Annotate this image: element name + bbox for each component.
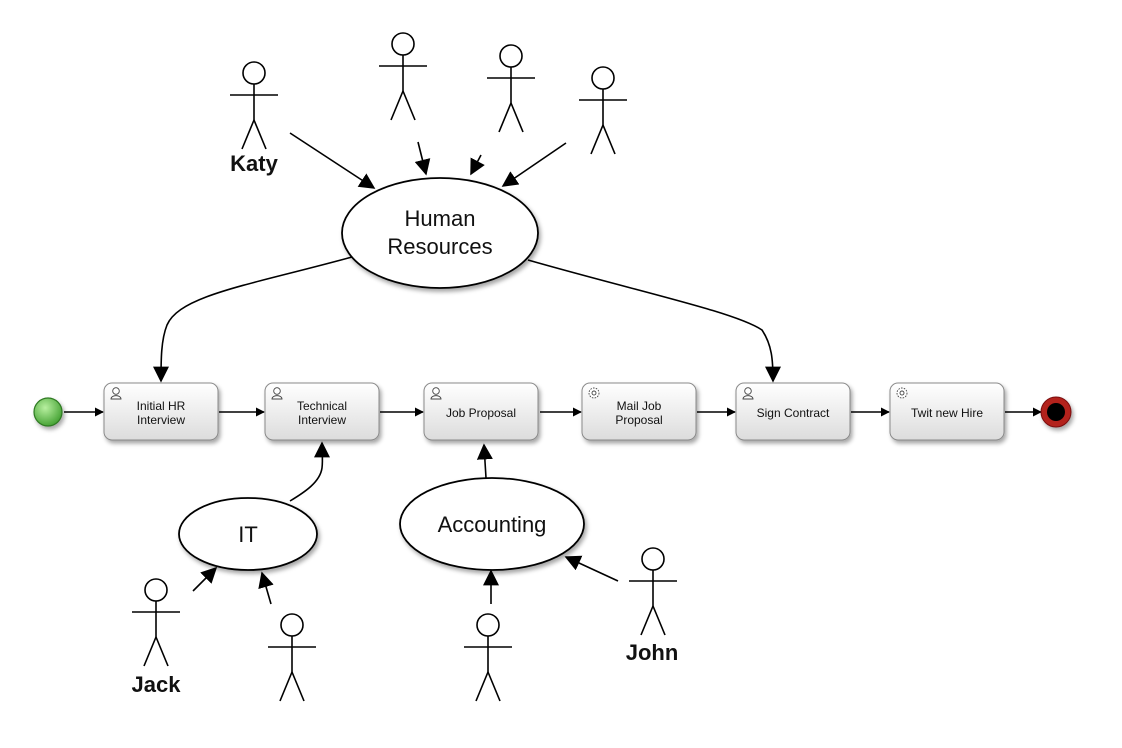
task-label-line: Technical bbox=[297, 399, 347, 413]
actor-katy[interactable] bbox=[230, 61, 278, 150]
task-label-line: Sign Contract bbox=[757, 406, 830, 420]
end-event[interactable] bbox=[1040, 396, 1072, 428]
user-task-icon bbox=[271, 387, 283, 400]
actor[interactable] bbox=[268, 613, 316, 702]
task-label-line: Interview bbox=[137, 413, 185, 427]
group-label-line: Human bbox=[405, 206, 476, 231]
actor[interactable] bbox=[379, 32, 427, 121]
task-job-proposal[interactable]: Job Proposal bbox=[423, 382, 539, 441]
task-label-line: Proposal bbox=[615, 413, 662, 427]
start-event[interactable] bbox=[33, 397, 63, 427]
task-label-line: Mail Job bbox=[617, 399, 662, 413]
task-label-line: Initial HR bbox=[137, 399, 186, 413]
group-it[interactable]: IT bbox=[178, 497, 318, 571]
task-technical-interview[interactable]: Technical Interview bbox=[264, 382, 380, 441]
task-sign-contract[interactable]: Sign Contract bbox=[735, 382, 851, 441]
group-label-line: Resources bbox=[387, 234, 492, 259]
actor-name-jack: Jack bbox=[132, 672, 182, 697]
task-initial-hr-interview[interactable]: Initial HR Interview bbox=[103, 382, 219, 441]
group-label: Accounting bbox=[438, 512, 547, 537]
actor3-to-hr-arrow bbox=[470, 154, 485, 176]
john-to-accounting-arrow bbox=[564, 555, 619, 582]
accounting-to-job-proposal-arrow bbox=[476, 443, 493, 479]
group-human-resources[interactable]: Human Resources bbox=[341, 177, 539, 289]
actor2-to-hr-arrow bbox=[414, 141, 431, 176]
actor-to-it-arrow bbox=[258, 571, 274, 605]
group-label: IT bbox=[238, 522, 258, 547]
task-label-line: Job Proposal bbox=[446, 406, 516, 420]
hr-to-sign-contract-arrow bbox=[527, 259, 781, 383]
actor-john[interactable] bbox=[629, 547, 677, 636]
katy-to-hr-arrow bbox=[289, 132, 376, 189]
hr-to-initial-interview-arrow bbox=[153, 256, 353, 383]
task-mail-job-proposal[interactable]: Mail Job Proposal bbox=[581, 382, 697, 441]
actor[interactable] bbox=[487, 44, 535, 133]
actor4-to-hr-arrow bbox=[501, 142, 567, 187]
association-arrows bbox=[153, 132, 781, 605]
jack-to-it-arrow bbox=[192, 566, 218, 592]
task-twit-new-hire[interactable]: Twit new Hire bbox=[889, 382, 1005, 441]
user-task-icon bbox=[110, 387, 122, 400]
actor-jack[interactable] bbox=[132, 578, 180, 667]
actor-name-john: John bbox=[626, 640, 679, 665]
actor[interactable] bbox=[464, 613, 512, 702]
task-label-line: Interview bbox=[298, 413, 346, 427]
user-task-icon bbox=[742, 387, 754, 400]
service-task-icon bbox=[896, 387, 908, 399]
group-accounting[interactable]: Accounting bbox=[399, 477, 585, 571]
actor[interactable] bbox=[579, 66, 627, 155]
user-task-icon bbox=[430, 387, 442, 400]
service-task-icon bbox=[588, 387, 600, 399]
it-to-technical-interview-arrow bbox=[289, 441, 331, 502]
actor-name-katy: Katy bbox=[230, 151, 278, 176]
task-label-line: Twit new Hire bbox=[911, 406, 983, 420]
